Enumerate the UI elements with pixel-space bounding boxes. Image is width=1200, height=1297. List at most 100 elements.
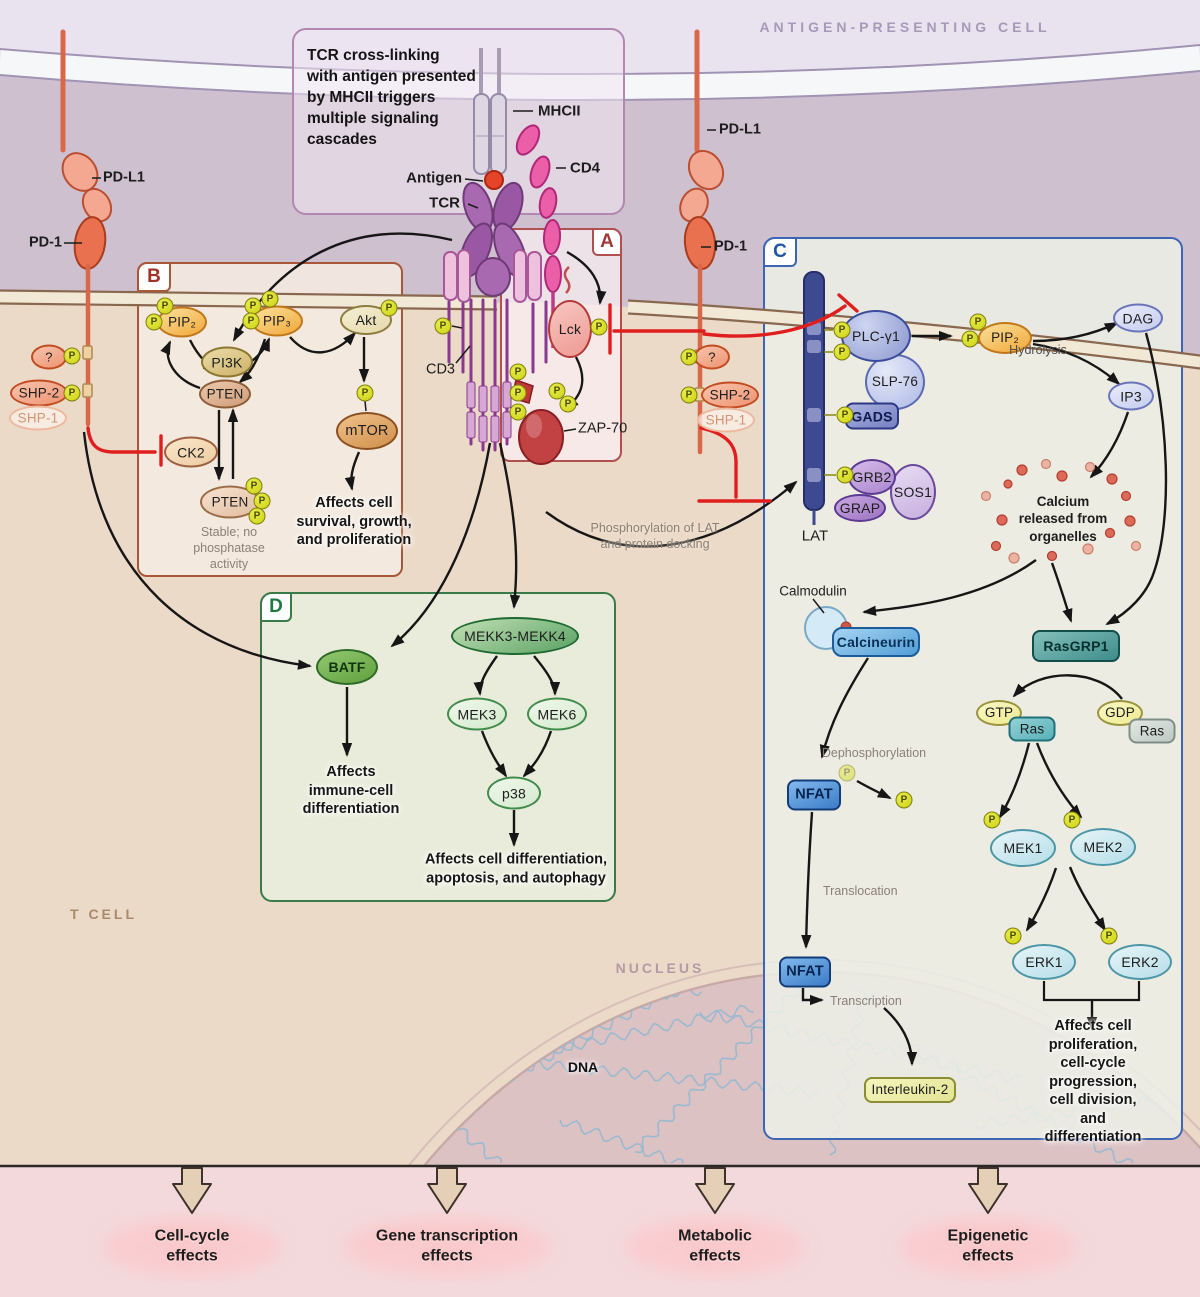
panel-a-tab: A xyxy=(592,228,622,256)
phosphate-badge: P xyxy=(1100,927,1118,945)
unknown-right-node: ? xyxy=(694,344,730,370)
hydrolysis-label: Hydrolysis xyxy=(1009,343,1067,357)
gdp-node: GDP xyxy=(1097,700,1143,726)
pd1-right-label: PD-1 xyxy=(714,238,748,255)
lat-shape xyxy=(803,271,836,525)
label-dashes xyxy=(64,110,716,432)
erk1-node: ERK1 xyxy=(1012,944,1076,980)
phosphate-badge: P xyxy=(590,318,608,336)
calcium-label: Calcium released from organelles xyxy=(1018,494,1108,544)
phospho-lat-label: Phosphorylation of LAT and protein docki… xyxy=(590,521,720,551)
phosphate-badge: P xyxy=(156,297,174,315)
pten-upper-node: PTEN xyxy=(199,379,251,409)
nucleus-region-label: NUCLEUS xyxy=(615,960,705,977)
phosphate-badge: P xyxy=(509,403,527,421)
dna-label: DNA xyxy=(567,1059,599,1076)
outcome-cell-cycle: Cell-cycle effects xyxy=(154,1227,230,1265)
erk-effect-text: Affects cell proliferation, cell-cycle p… xyxy=(1044,1018,1142,1146)
lat-label: LAT xyxy=(801,527,829,545)
phosphate-badge: P xyxy=(836,466,854,484)
calmodulin-label: Calmodulin xyxy=(779,583,847,599)
mhcii-shape xyxy=(473,48,507,175)
phosphate-badge: P xyxy=(63,384,81,402)
rasgrp1-node: RasGRP1 xyxy=(1032,630,1120,662)
cd4-shape xyxy=(515,124,562,348)
mekk-node: MEKK3-MEKK4 xyxy=(451,617,579,655)
batf-node: BATF xyxy=(316,649,378,685)
grap-node: GRAP xyxy=(834,494,886,522)
il2-node: Interleukin-2 xyxy=(864,1077,956,1103)
phosphate-badge: P xyxy=(242,312,260,330)
cd4-label: CD4 xyxy=(570,159,601,177)
phosphate-badge: P xyxy=(559,395,577,413)
ras-inactive-node: Ras xyxy=(1128,718,1176,744)
pi3k-node: PI3K xyxy=(201,346,253,378)
ck2-node: CK2 xyxy=(164,436,218,468)
phosphate-badge: P xyxy=(836,406,854,424)
pd1-pdl1-left xyxy=(60,29,113,427)
phosphate-badge: P xyxy=(895,791,913,809)
pdl1-right-label: PD-L1 xyxy=(719,121,761,138)
cd3-shape xyxy=(443,249,548,452)
cd3-label: CD3 xyxy=(425,361,455,378)
pdl1-left-label: PD-L1 xyxy=(103,169,145,186)
mek2-node: MEK2 xyxy=(1070,828,1136,866)
phosphate-badge: P xyxy=(434,317,452,335)
grb2-node: GRB2 xyxy=(848,459,896,495)
pip3-b-node: PIP₃ xyxy=(251,305,303,337)
pten-lower-node: PTEN xyxy=(200,485,260,519)
dag-node: DAG xyxy=(1113,303,1163,333)
calcium-ions xyxy=(980,458,1142,564)
shp1-right-node: SHP-1 xyxy=(697,407,755,433)
phosphate-badge: P xyxy=(245,477,263,495)
erk2-node: ERK2 xyxy=(1108,944,1172,980)
phosphate-badge: P xyxy=(63,347,81,365)
phosphate-badge: P xyxy=(261,290,279,308)
phosphate-badge: P xyxy=(1004,927,1022,945)
calcineurin-node: Calcineurin xyxy=(832,627,920,657)
mek6-node: MEK6 xyxy=(527,697,587,731)
phosphate-badge: P xyxy=(380,299,398,317)
pip2-c-node: PIP₂ xyxy=(978,322,1032,354)
zap70-label: ZAP-70 xyxy=(578,420,628,437)
phosphate-badge: P xyxy=(548,382,566,400)
mek1-node: MEK1 xyxy=(990,829,1056,867)
phosphate-badge: P xyxy=(145,313,163,331)
unknown-left-node: ? xyxy=(31,344,67,370)
panel-d-tab: D xyxy=(260,592,292,622)
shp1-left-node: SHP-1 xyxy=(9,405,67,431)
phosphate-badge: P xyxy=(509,384,527,402)
phosphate-badge: P xyxy=(983,811,1001,829)
outcome-block-arrows xyxy=(172,1167,1008,1214)
tcr-shape xyxy=(459,181,527,297)
phosphate-badge: P xyxy=(833,321,851,339)
mek3-node: MEK3 xyxy=(447,697,507,731)
tcr-label: TCR xyxy=(429,194,460,212)
nfat-nuc-node: NFAT xyxy=(779,956,831,988)
shp2-left-node: SHP-2 xyxy=(10,379,68,407)
phosphate-badge: P xyxy=(838,764,856,782)
phosphate-badge: P xyxy=(248,507,266,525)
translocation-label: Translocation xyxy=(823,884,898,898)
pd1-left-label: PD-1 xyxy=(28,234,62,251)
shp2-right-node: SHP-2 xyxy=(701,381,759,409)
outcome-gene-transcription: Gene transcription effects xyxy=(375,1227,519,1265)
phosphate-badge: P xyxy=(356,384,374,402)
phosphate-badge: P xyxy=(509,363,527,381)
tcr-info-box xyxy=(292,28,625,215)
panel-b-tab: B xyxy=(137,262,171,292)
dephosphorylation-label: Dephosphorylation xyxy=(821,746,927,760)
apc-region-label: ANTIGEN-PRESENTING CELL xyxy=(759,19,1051,36)
phosphate-badge: P xyxy=(680,348,698,366)
pi3k-effect-text: Affects cell survival, growth, and proli… xyxy=(296,495,412,549)
lck-node: Lck xyxy=(548,300,592,358)
phosphate-badge: P xyxy=(833,343,851,361)
ip3-node: IP3 xyxy=(1108,381,1154,411)
antigen-shape xyxy=(484,170,504,190)
mhcii-label: MHCII xyxy=(538,102,581,120)
ras-active-node: Ras xyxy=(1008,716,1056,742)
outcome-epigenetic: Epigenetic effects xyxy=(947,1227,1029,1265)
outcome-metabolic: Metabolic effects xyxy=(678,1227,752,1265)
